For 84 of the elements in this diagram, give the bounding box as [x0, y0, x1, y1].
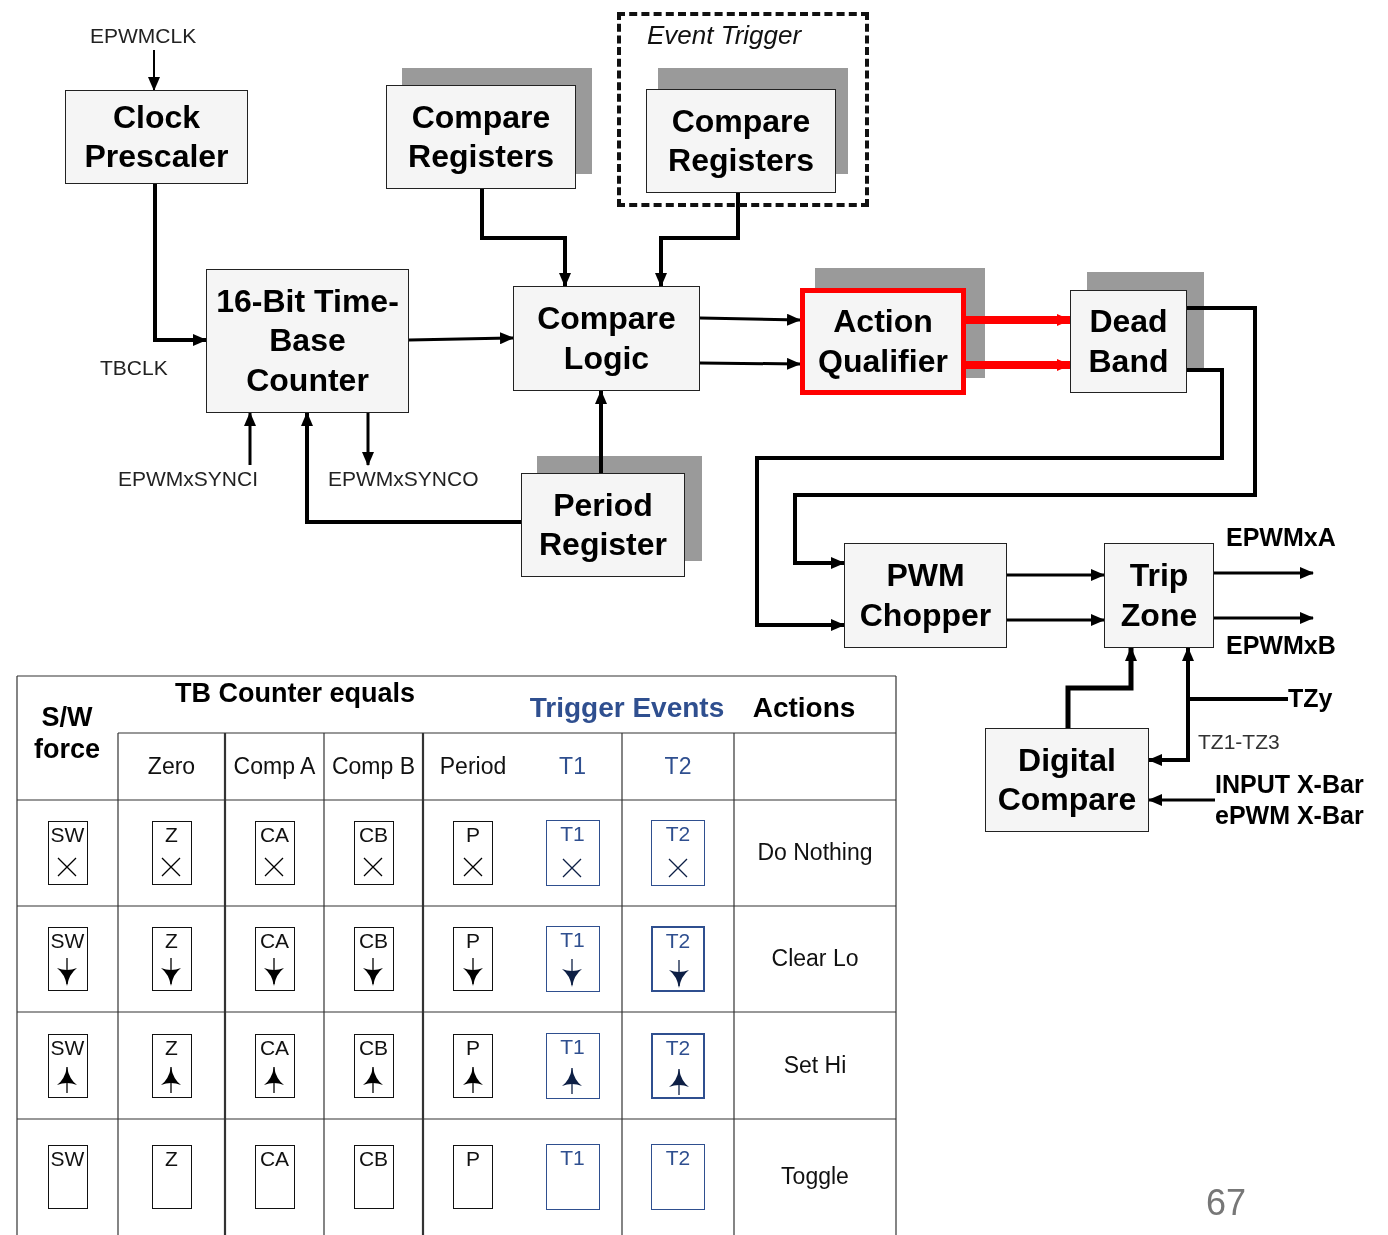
symbol-text: Z	[164, 823, 179, 847]
arrow	[244, 412, 256, 465]
arrow	[153, 184, 207, 346]
symbol-text: T1	[559, 1146, 586, 1170]
symbol-text: CA	[258, 1147, 291, 1171]
arrow	[1214, 612, 1314, 624]
symbol-text: CB	[357, 823, 390, 847]
column-header: T1	[558, 752, 587, 782]
arrow	[1065, 647, 1137, 728]
arrow	[1148, 794, 1215, 806]
process-box: PWM Chopper	[844, 543, 1007, 648]
arrow	[480, 189, 571, 287]
column-header: TB Counter equals	[174, 676, 416, 710]
symbol-text: SW	[49, 1147, 86, 1171]
column-header: Comp B	[330, 752, 417, 782]
symbol-text: CB	[357, 1035, 390, 1060]
column-header: Trigger Events	[528, 691, 726, 726]
page-number: 67	[1204, 1181, 1247, 1226]
column-header: Period	[438, 752, 508, 782]
symbol-text: T1	[559, 822, 586, 846]
arrow	[301, 412, 521, 524]
process-box: Trip Zone	[1104, 543, 1214, 648]
symbol-text: CA	[258, 1035, 291, 1060]
arrow	[793, 306, 1257, 569]
arrow	[1148, 697, 1288, 766]
symbol-text: Z	[164, 1035, 179, 1060]
signal-label: EPWMxB	[1226, 630, 1356, 662]
symbol-text: Z	[164, 1147, 179, 1171]
signal-label: TZy	[1288, 683, 1348, 715]
column-header: S/W force	[33, 700, 101, 766]
process-box: Compare Registers	[646, 89, 836, 193]
process-box: Clock Prescaler	[65, 90, 248, 184]
symbol-text: P	[465, 1147, 481, 1171]
arrow	[966, 314, 1071, 326]
arrow	[755, 368, 1224, 631]
column-header: Zero	[146, 752, 197, 782]
symbol-text: T1	[559, 928, 586, 952]
symbol-text: T2	[664, 1035, 692, 1060]
symbol-text: T2	[664, 929, 692, 953]
action-text: Set Hi	[782, 1050, 848, 1080]
symbol-text: T2	[664, 1146, 692, 1170]
process-box: Compare Registers	[386, 85, 576, 189]
arrow	[700, 357, 801, 370]
arrow	[699, 313, 801, 326]
symbol-text: P	[465, 1035, 481, 1060]
process-box: 16-Bit Time-Base Counter	[206, 269, 409, 413]
signal-label: EPWMCLK	[90, 22, 218, 50]
symbol-text: SW	[49, 1035, 86, 1060]
symbol-text: SW	[49, 929, 86, 953]
symbol-text: CA	[258, 823, 291, 847]
symbol-text: SW	[49, 823, 86, 847]
process-box: Dead Band	[1070, 290, 1187, 393]
signal-label: EPWMxSYNCI	[118, 465, 288, 493]
arrow	[408, 332, 514, 345]
symbol-text: CA	[258, 929, 291, 953]
signal-label: EPWMxSYNCO	[328, 465, 508, 493]
arrow	[595, 390, 607, 473]
column-header: T2	[663, 752, 693, 782]
symbol-text: P	[465, 929, 481, 953]
process-box: Period Register	[521, 473, 685, 577]
arrow	[966, 359, 1071, 371]
symbol-text: CB	[357, 929, 390, 953]
process-box: Digital Compare	[985, 728, 1149, 832]
highlighted-process-box: Action Qualifier	[800, 288, 966, 395]
arrow	[1007, 569, 1105, 581]
symbol-text: T1	[559, 1034, 586, 1059]
action-text: Clear Lo	[770, 944, 860, 974]
signal-label: EPWMxA	[1226, 522, 1356, 554]
column-header: Actions	[751, 691, 857, 726]
arrow	[1214, 567, 1314, 579]
arrow	[1007, 614, 1105, 626]
column-header: Comp A	[232, 752, 317, 782]
symbol-text: CB	[357, 1147, 390, 1171]
action-text: Toggle	[780, 1162, 850, 1192]
process-box: Compare Logic	[513, 286, 700, 391]
dashed-group-box	[617, 12, 869, 207]
symbol-text: Z	[164, 929, 179, 953]
symbol-text: T2	[664, 822, 692, 846]
signal-label: INPUT X-Bar ePWM X-Bar	[1215, 768, 1387, 832]
group-title: Event Trigger	[647, 20, 802, 51]
arrow	[362, 413, 374, 466]
symbol-text: P	[465, 823, 481, 847]
arrow	[148, 49, 160, 91]
action-text: Do Nothing	[756, 838, 874, 868]
